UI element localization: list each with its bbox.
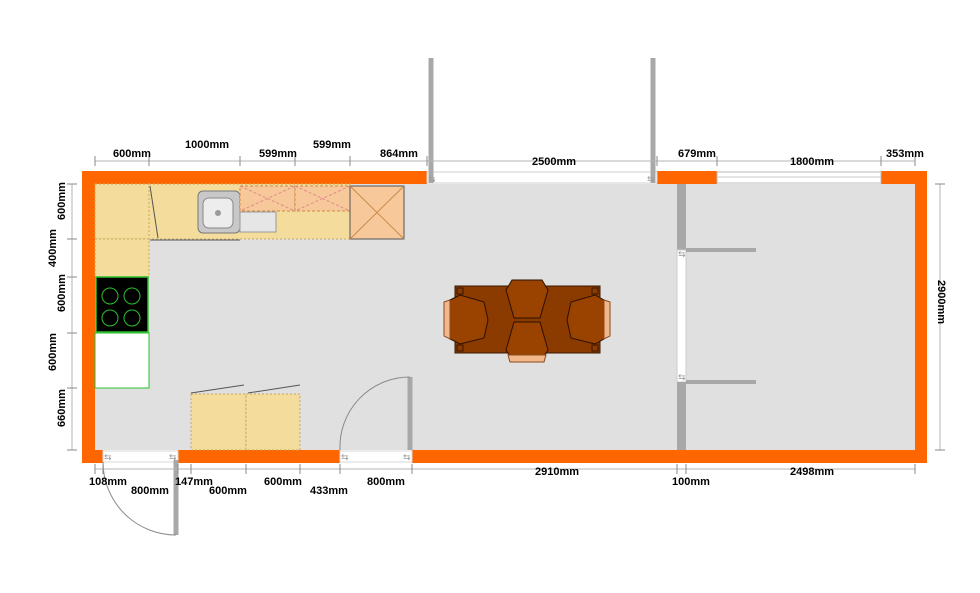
- dimension-lines: [67, 156, 945, 474]
- chair-top[interactable]: [505, 279, 549, 319]
- wall-bottom-mid: [178, 450, 340, 463]
- chair-bottom[interactable]: [505, 321, 549, 360]
- bottom-mid-door-opening: [339, 450, 413, 463]
- table-leg-tr: [591, 287, 599, 295]
- dim-bottom-label: 600mm: [264, 476, 302, 488]
- bottom-counter-1[interactable]: [190, 393, 247, 451]
- dim-left-label: 600mm: [56, 182, 68, 220]
- bottom-counter-door-line-2: [247, 384, 301, 394]
- dim-bottom-label: 800mm: [367, 476, 405, 488]
- dim-top-label: 1800mm: [790, 156, 834, 168]
- wall-bottom-right: [412, 450, 927, 463]
- dim-bottom-label: 147mm: [175, 476, 213, 488]
- door-arrow-icon: ⇆: [647, 175, 655, 185]
- dim-top-label: 353mm: [886, 148, 924, 160]
- table-leg-bl: [456, 344, 464, 352]
- bottom-left-door-opening: [102, 450, 179, 463]
- bottom-counter-2[interactable]: [245, 393, 301, 451]
- chair-right-back: [603, 299, 611, 340]
- dim-bottom-label: 800mm: [131, 485, 169, 497]
- dim-left-label: 660mm: [56, 389, 68, 427]
- sink-drain-icon: [215, 210, 221, 216]
- bottom-counter-door-line-1: [190, 384, 245, 394]
- door-arrow-icon: ⇆: [341, 453, 349, 463]
- partition-opening: [676, 249, 687, 383]
- counter-left[interactable]: [94, 238, 150, 278]
- outer-walls: [82, 171, 927, 463]
- bottom-mid-door-swing: [339, 376, 411, 451]
- dim-left-label: 600mm: [47, 333, 59, 371]
- upper-cabinet-1-cross-icon: [239, 185, 296, 212]
- dim-bottom-label: 600mm: [209, 485, 247, 497]
- dim-top-label: 1000mm: [185, 139, 229, 151]
- door-arrow-icon: ⇆: [678, 373, 686, 383]
- dim-bottom-label: 433mm: [310, 485, 348, 497]
- chair-right[interactable]: [566, 294, 605, 345]
- wall-top-mid: [657, 171, 717, 184]
- dim-top-label: 599mm: [259, 148, 297, 160]
- counter-door-line: [149, 185, 159, 239]
- wall-right: [915, 171, 927, 463]
- dim-right-label: 2900mm: [935, 280, 947, 324]
- dim-left-label: 600mm: [56, 274, 68, 312]
- dimension-labels-top: 600mm 1000mm 599mm 599mm 864mm 2500mm 67…: [113, 139, 924, 168]
- hob[interactable]: [95, 276, 149, 333]
- dimension-labels-left: 600mm 400mm 600mm 600mm 660mm: [47, 182, 68, 427]
- appliance-white[interactable]: [94, 332, 150, 389]
- tall-cabinet-cross-icon: [349, 185, 405, 240]
- door-arrow-icon: ⇆: [169, 453, 177, 463]
- dim-top-label: 864mm: [380, 148, 418, 160]
- hob-burner-4-icon: [123, 309, 141, 327]
- dim-top-label: 599mm: [313, 139, 351, 151]
- door-arrow-icon: ⇆: [428, 175, 436, 185]
- door-icons: ⇆ ⇆ ⇆ ⇆ ⇆ ⇆ ⇆ ⇆: [104, 175, 686, 463]
- interior-partition: [676, 184, 756, 450]
- dim-bottom-label: 108mm: [89, 476, 127, 488]
- hob-burner-2-icon: [123, 287, 141, 305]
- kitchen: [94, 183, 405, 451]
- hob-burner-3-icon: [101, 309, 119, 327]
- dining-set: [443, 279, 611, 363]
- partition-door-leaf-upper[interactable]: [686, 248, 756, 252]
- dim-top-label: 2500mm: [532, 156, 576, 168]
- wall-left: [82, 171, 95, 463]
- table-leg-tl: [456, 287, 464, 295]
- dim-bottom-label: 2910mm: [535, 466, 579, 478]
- partition-door-leaf-lower[interactable]: [686, 380, 756, 384]
- wall-top-left: [82, 171, 427, 184]
- dimension-labels-right: 2900mm: [935, 280, 947, 324]
- door-arrow-icon: ⇆: [403, 453, 411, 463]
- bottom-left-door-swing: [102, 461, 177, 536]
- partition-lower: [677, 382, 686, 450]
- door-arrow-icon: ⇆: [678, 250, 686, 260]
- dim-top-label: 679mm: [678, 148, 716, 160]
- dim-left-label: 400mm: [47, 229, 59, 267]
- openings: [102, 171, 882, 463]
- dim-bottom-label: 100mm: [672, 476, 710, 488]
- table-leg-br: [591, 344, 599, 352]
- chair-left[interactable]: [449, 294, 489, 345]
- chair-bottom-back: [507, 354, 547, 363]
- counter-corner[interactable]: [94, 183, 150, 240]
- partition-upper: [677, 184, 686, 250]
- dim-bottom-label: 2498mm: [790, 466, 834, 478]
- dimension-labels-bottom: 108mm 800mm 147mm 600mm 600mm 433mm 800m…: [89, 466, 834, 497]
- top-opening: [426, 171, 658, 184]
- upper-cabinet-2-cross-icon: [294, 185, 351, 212]
- door-arrow-icon: ⇆: [104, 453, 112, 463]
- chair-left-back: [443, 299, 451, 340]
- wall-bottom-left: [82, 450, 103, 463]
- dim-top-label: 600mm: [113, 148, 151, 160]
- hob-burner-1-icon: [101, 287, 119, 305]
- doors: [102, 58, 656, 536]
- sink-drainer: [239, 211, 277, 233]
